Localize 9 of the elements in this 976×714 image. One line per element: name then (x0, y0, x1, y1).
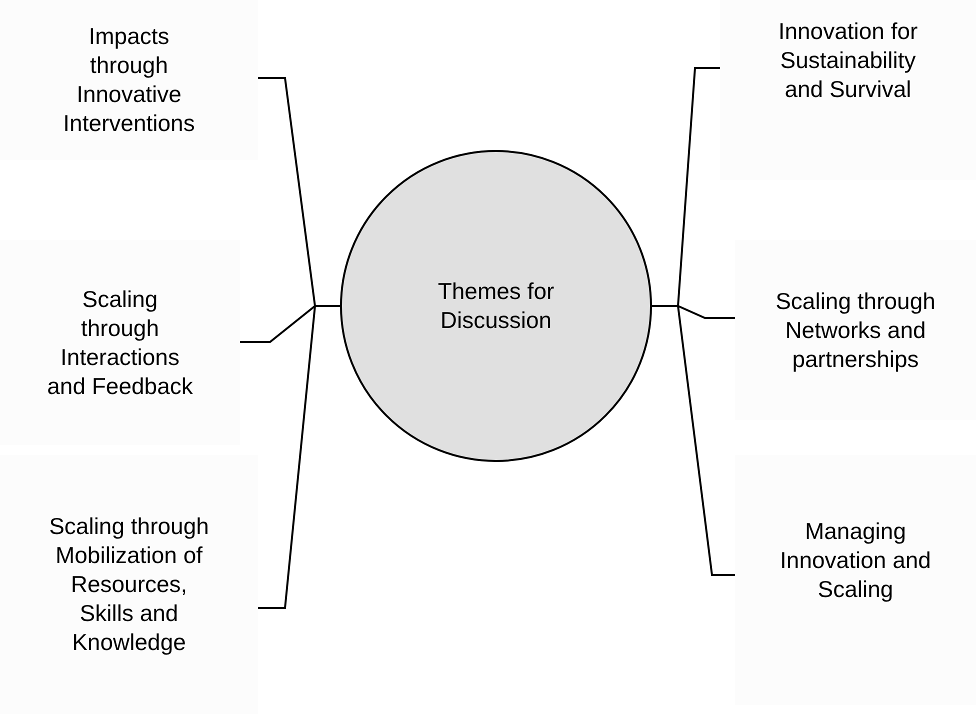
theme-label: Scaling through Mobilization of Resources, Skills and Knowledge (48, 512, 210, 657)
theme-label: Scaling through Interactions and Feedback (46, 284, 194, 400)
connector-line (652, 305, 735, 576)
central-label: Themes for Discussion (436, 277, 556, 335)
theme-label: Innovation for Sustainability and Survival (777, 16, 919, 104)
theme-label: Managing Innovation and Scaling (779, 516, 932, 604)
theme-label: Impacts through Innovative Interventions (62, 22, 196, 138)
theme-label: Scaling through Networks and partnerships (776, 286, 936, 374)
connector-line (258, 305, 340, 609)
